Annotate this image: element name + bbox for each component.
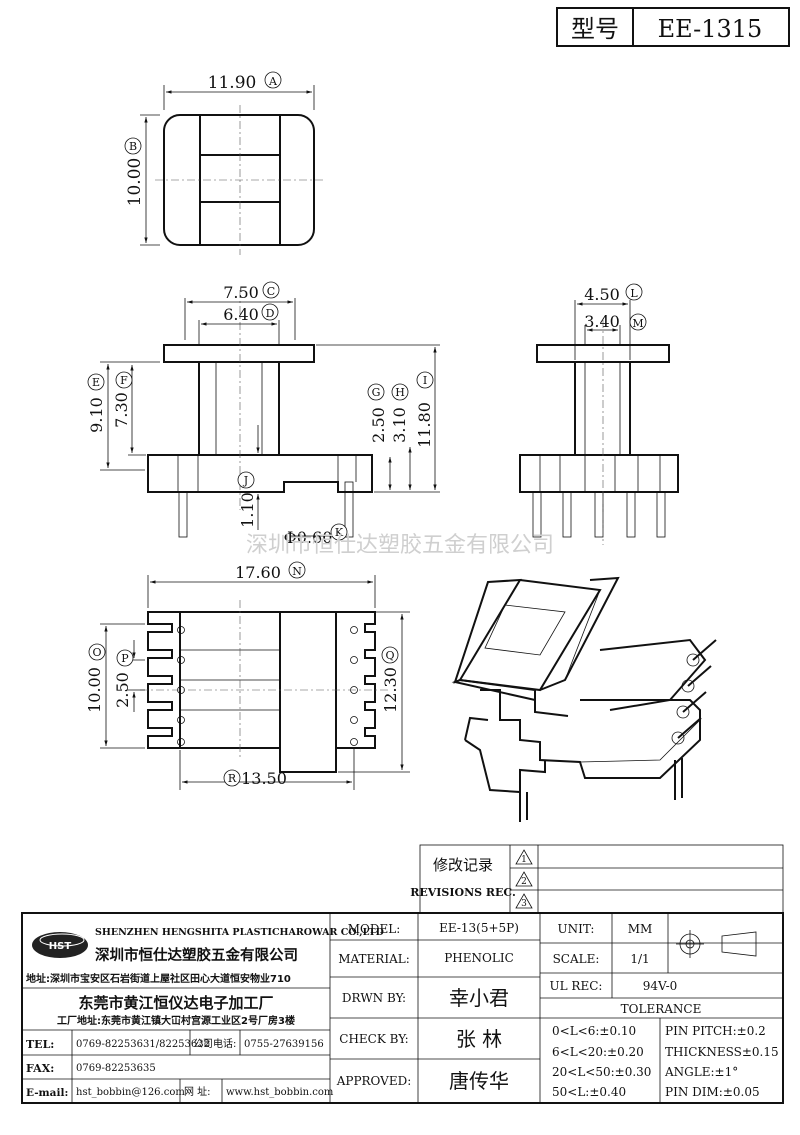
email-value: hst_bobbin@126.com	[76, 1087, 185, 1098]
mark-h: H	[395, 386, 405, 399]
drwn-label: DRWN BY:	[342, 991, 406, 1005]
model-header-value: EE-1315	[658, 15, 763, 43]
tol-1: 6<L<20:±0.20	[552, 1045, 644, 1059]
mark-l: L	[630, 287, 638, 300]
tol-3: 50<L:±0.40	[552, 1085, 626, 1099]
projection-symbol	[676, 930, 757, 958]
email-label: E-mail:	[26, 1087, 68, 1099]
model-header-label: 型号	[571, 15, 619, 43]
dim-front-k: Φ0.60	[284, 528, 333, 547]
mark-c: C	[267, 285, 275, 298]
dim-front-g: 2.50	[369, 407, 388, 443]
model-header: 型号 EE-1315	[556, 7, 790, 47]
tol-2: 20<L<50:±0.30	[552, 1065, 651, 1079]
web-value: www.hst_bobbin.com	[226, 1087, 334, 1098]
check-label: CHECK BY:	[339, 1032, 408, 1046]
fax-value: 0769-82253635	[76, 1063, 156, 1074]
dim-bottom-p: 2.50	[113, 672, 132, 708]
mark-i: I	[423, 374, 427, 387]
material-value: PHENOLIC	[444, 951, 514, 965]
mark-q: Q	[385, 649, 394, 662]
angle: ANGLE:±1°	[664, 1065, 738, 1079]
dim-bottom-r: 13.50	[241, 769, 287, 788]
revisions-title-cn: 修改记录	[433, 856, 493, 874]
ul-value: 94V-0	[643, 979, 678, 993]
mark-d: D	[266, 307, 275, 320]
company-logo: HST	[32, 932, 88, 958]
mark-f: F	[120, 374, 128, 387]
tel-value: 0769-82253631/82253632	[76, 1039, 210, 1050]
tol-0: 0<L<6:±0.10	[552, 1024, 636, 1038]
dim-front-d: 6.40	[223, 305, 259, 324]
rev-mark-2: 2	[521, 877, 527, 887]
mark-m: M	[632, 317, 643, 330]
rev-mark-3: 3	[521, 899, 527, 909]
title-block: HST SHENZHEN HENGSHITA PLASTICHAROWAR CO…	[21, 912, 784, 1104]
revisions-block: 修改记录 REVISIONS REC. 1 2 3	[410, 844, 784, 914]
approved-value: 唐传华	[449, 1069, 509, 1093]
company-name-en: SHENZHEN HENGSHITA PLASTICHAROWAR CO.,LT…	[95, 927, 384, 938]
logo-text: HST	[49, 941, 72, 952]
pin-pitch: PIN PITCH:±0.2	[665, 1024, 766, 1038]
company-name-cn: 深圳市恒仕达塑胶五金有限公司	[95, 946, 298, 964]
watermark: 深圳市恒仕达塑胶五金有限公司	[246, 533, 554, 558]
dim-front-c: 7.50	[223, 283, 259, 302]
ul-label: UL REC:	[550, 979, 603, 993]
mark-k: K	[335, 526, 344, 539]
model-value: EE-13(5+5P)	[439, 921, 519, 935]
dim-front-e: 9.10	[87, 397, 106, 433]
dim-top-width: 11.90	[208, 73, 257, 93]
dim-side-l: 4.50	[584, 285, 620, 304]
model-label: MODEL:	[348, 922, 401, 936]
check-value: 张 林	[456, 1027, 502, 1051]
web-label: 网 址:	[184, 1085, 211, 1098]
bottom-view: 17.60 N 10.00 O 2.50 P 12.30 Q R 13.50	[85, 561, 410, 790]
approved-label: APPROVED:	[336, 1074, 412, 1088]
dim-bottom-q: 12.30	[381, 667, 400, 713]
dim-top-height: 10.00	[125, 158, 145, 207]
thickness: THICKNESS±0.15	[665, 1045, 779, 1059]
mark-e: E	[92, 376, 100, 389]
front-view: 7.50 C 6.40 D 9.10 E 7.30 F 2.50 3.10 11…	[87, 281, 440, 547]
dim-front-j: 1.10	[238, 492, 257, 528]
dim-front-f: 7.30	[112, 392, 131, 428]
material-label: MATERIAL:	[338, 952, 410, 966]
company-address: 地址:深圳市宝安区石岩街道上屋社区田心大道恒安物业710	[26, 972, 291, 985]
mark-n: N	[292, 565, 302, 578]
tolerance-label: TOLERANCE	[621, 1002, 702, 1016]
mark-p: P	[121, 652, 129, 665]
mark-o: O	[92, 646, 101, 659]
scale-value: 1/1	[630, 952, 649, 966]
dim-bottom-n: 17.60	[235, 563, 281, 582]
mark-b: B	[129, 140, 137, 153]
mark-g: G	[372, 386, 381, 399]
fax-label: FAX:	[26, 1062, 54, 1075]
drwn-value: 幸小君	[449, 986, 509, 1010]
revisions-title-en: REVISIONS REC.	[410, 886, 516, 899]
unit-label: UNIT:	[558, 922, 595, 936]
scale-label: SCALE:	[553, 952, 600, 966]
rev-mark-1: 1	[521, 855, 527, 865]
phone-value: 0755-27639156	[244, 1039, 324, 1050]
mark-a: A	[268, 75, 278, 88]
tel-label: TEL:	[26, 1038, 54, 1051]
factory-name: 东莞市黄江恒仪达电子加工厂	[78, 994, 273, 1012]
mark-j: J	[243, 474, 248, 487]
unit-value: MM	[628, 922, 653, 936]
dim-front-i: 11.80	[415, 402, 434, 448]
factory-address: 工厂地址:东莞市黄江镇大冚村宫源工业区2号厂房3楼	[57, 1014, 295, 1027]
isometric-view	[451, 576, 717, 822]
dim-front-h: 3.10	[390, 407, 409, 443]
side-view: 4.50 L 3.40 M	[519, 283, 679, 545]
mark-r: R	[228, 772, 237, 785]
top-view: 11.90 A 10.00 B	[124, 71, 325, 255]
pin-dim: PIN DIM:±0.05	[665, 1085, 760, 1099]
phone-label: 公司电话:	[193, 1037, 236, 1050]
dim-side-m: 3.40	[584, 312, 620, 331]
dim-bottom-o: 10.00	[85, 667, 104, 713]
